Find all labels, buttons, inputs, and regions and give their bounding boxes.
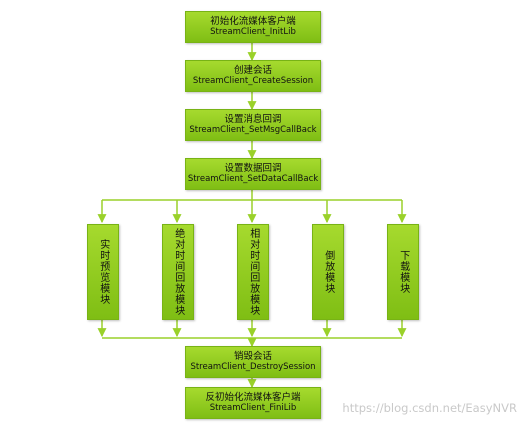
step-destroy-session-en: StreamClient_DestroySession	[190, 361, 316, 372]
step-destroy-session-cn: 销毁会话	[233, 350, 272, 362]
step-set-msg-callback-en: StreamClient_SetMsgCallBack	[189, 124, 317, 135]
step-set-data-callback: 设置数据回调 StreamClient_SetDataCallBack	[185, 158, 321, 190]
step-fini-lib-cn: 反初始化流媒体客户端	[205, 391, 301, 403]
module-reverse-playback: 倒放模块	[312, 224, 344, 320]
module-relative-time-playback: 相对时间回放模块	[237, 224, 269, 320]
step-create-session-en: StreamClient_CreateSession	[192, 75, 314, 86]
step-fini-lib-en: StreamClient_FiniLib	[209, 402, 297, 413]
step-set-data-callback-en: StreamClient_SetDataCallBack	[187, 173, 319, 184]
step-fini-lib: 反初始化流媒体客户端 StreamClient_FiniLib	[185, 387, 321, 419]
watermark-text: https://blog.csdn.net/EasyNVR	[342, 401, 517, 415]
module-download: 下载模块	[387, 224, 419, 320]
step-create-session: 创建会话 StreamClient_CreateSession	[185, 60, 321, 92]
module-live-preview: 实时预览模块	[87, 224, 119, 320]
step-init-lib-en: StreamClient_InitLib	[210, 26, 296, 37]
step-set-data-callback-cn: 设置数据回调	[224, 162, 282, 174]
module-absolute-time-playback: 绝对时间回放模块	[162, 224, 194, 320]
step-set-msg-callback-cn: 设置消息回调	[224, 113, 282, 125]
step-destroy-session: 销毁会话 StreamClient_DestroySession	[185, 346, 321, 378]
step-set-msg-callback: 设置消息回调 StreamClient_SetMsgCallBack	[185, 109, 321, 141]
step-init-lib-cn: 初始化流媒体客户端	[210, 15, 296, 27]
step-init-lib: 初始化流媒体客户端 StreamClient_InitLib	[185, 11, 321, 43]
step-create-session-cn: 创建会话	[233, 64, 272, 76]
